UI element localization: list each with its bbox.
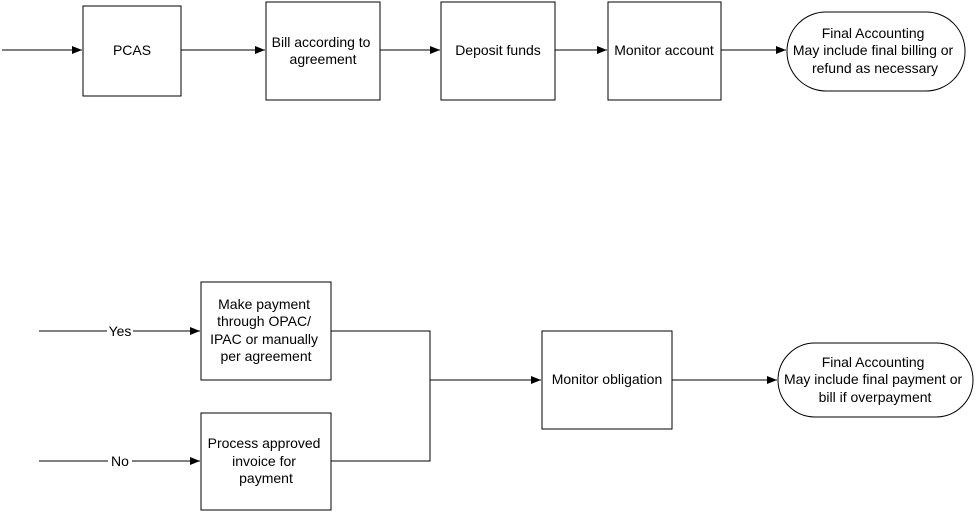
node-pcas [82, 5, 182, 97]
node-bill-according-to-agreement [265, 1, 381, 101]
node-final-top-line: May include final billing or [793, 42, 954, 58]
node-process-invoice-line: invoice for [232, 453, 296, 469]
node-monitor-account-label: Monitor account [614, 42, 714, 58]
node-process-invoice-label: Process approved invoice for payment [208, 435, 325, 486]
node-bill-label: Bill according to agreement [272, 34, 375, 67]
edge-label-no: No [111, 453, 129, 469]
node-final-bottom-line: May include final payment or [784, 371, 963, 387]
node-monitor-obligation [541, 330, 673, 430]
node-make-payment-line: Make payment [218, 296, 310, 312]
node-final-bottom-line: bill if overpayment [819, 389, 932, 405]
node-final-bottom-line: Final Accounting [822, 354, 925, 370]
node-pcas-label: PCAS [113, 42, 151, 58]
node-process-invoice-line: Process approved [208, 435, 321, 451]
node-monitor-obligation-label: Monitor obligation [552, 371, 663, 387]
node-process-invoice-line: payment [239, 470, 293, 486]
node-make-payment-line: IPAC or manually [210, 331, 318, 347]
edge-merge-connector [331, 330, 431, 462]
node-deposit-label: Deposit funds [455, 42, 541, 58]
node-process-invoice [200, 412, 332, 511]
node-deposit-funds [440, 1, 556, 101]
node-make-payment-line: through OPAC/ [217, 313, 311, 329]
node-final-bottom-label: Final Accounting May include final payme… [784, 354, 966, 405]
node-monitor-account [607, 1, 722, 101]
node-bill-line: Bill according to [272, 34, 371, 50]
node-make-payment-line: per agreement [220, 348, 311, 364]
node-final-accounting-top [786, 11, 966, 92]
node-make-payment [200, 281, 332, 381]
node-make-payment-label: Make payment through OPAC/ IPAC or manua… [210, 296, 322, 364]
node-final-top-line: refund as necessary [812, 60, 938, 76]
node-final-top-line: Final Accounting [822, 25, 925, 41]
node-final-accounting-bottom [777, 342, 974, 418]
node-bill-line: agreement [290, 51, 357, 67]
edge-label-yes: Yes [109, 323, 132, 339]
node-final-top-label: Final Accounting May include final billi… [793, 25, 957, 76]
